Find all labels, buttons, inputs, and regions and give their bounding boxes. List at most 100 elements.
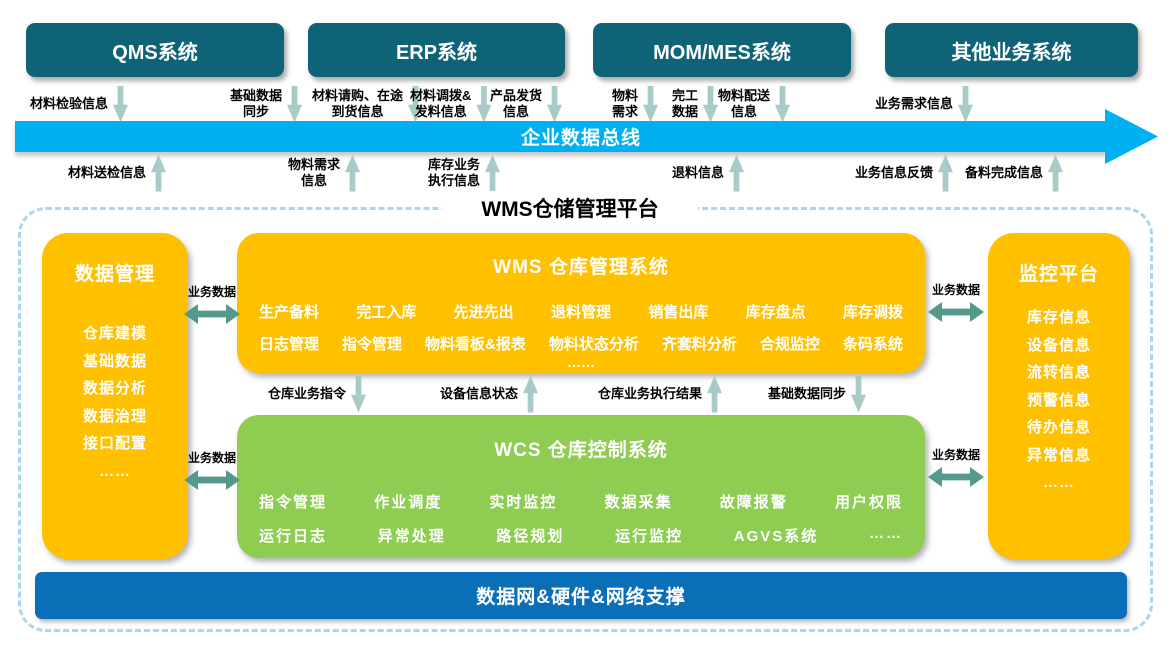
wcs-system-box: WCS 仓库控制系统 指令管理 作业调度 实时监控 数据采集 故障报警 用户权限… [237, 415, 925, 558]
list-item: AGVS系统 [733, 528, 819, 545]
double-arrow-icon [184, 304, 240, 324]
flow-device-info-status: 设备信息状态 [440, 374, 539, 414]
exchange-dm-wms: 业务数据 [181, 283, 243, 324]
flow-label: 退料信息 [672, 165, 725, 181]
list-item: 接口配置 [82, 435, 147, 452]
data-management-title: 数据管理 [74, 264, 155, 285]
double-arrow-icon [928, 467, 984, 487]
monitoring-platform-box: 监控平台 库存信息 设备信息 流转信息 预警信息 待办信息 异常信息 …… [988, 233, 1130, 559]
flow-label: 库存业务 执行信息 [428, 157, 481, 188]
up-arrow-icon [729, 154, 745, 192]
enterprise-data-bus-arrowhead-icon [1105, 109, 1158, 164]
wms-function-row-2: 日志管理 指令管理 物料看板&报表 物料状态分析 齐套料分析 合规监控 条码系统 [237, 333, 925, 354]
exchange-wcs-monitor: 业务数据 [925, 446, 987, 487]
list-item: 异常信息 [1026, 446, 1091, 464]
list-item: 库存盘点 [745, 304, 806, 321]
enterprise-data-bus: 企业数据总线 [15, 121, 1107, 152]
flow-base-data-sync-down: 基础数据 同步 [230, 84, 303, 124]
system-box-erp-label: ERP系统 [395, 41, 478, 64]
flow-label: 备料完成信息 [965, 165, 1044, 181]
down-arrow-icon [113, 85, 129, 123]
down-arrow-icon [643, 85, 659, 123]
list-item: 作业调度 [374, 494, 443, 511]
list-item: …… [1043, 474, 1075, 491]
list-item: 先进先出 [453, 304, 514, 321]
down-arrow-icon [703, 85, 719, 123]
flow-warehouse-business-command: 仓库业务指令 [268, 374, 367, 414]
list-item: 仓库建模 [82, 325, 147, 342]
flow-completion-data: 完工 数据 [672, 84, 719, 124]
list-item: 待办信息 [1026, 419, 1091, 436]
list-item: 数据分析 [82, 380, 147, 397]
list-item: 物料看板&报表 [425, 336, 526, 353]
list-item: 指令管理 [259, 494, 328, 511]
up-arrow-icon [1048, 154, 1064, 192]
flow-label: 物料需求 信息 [288, 157, 341, 188]
monitoring-platform-title: 监控平台 [1018, 264, 1099, 285]
flow-label: 完工 数据 [672, 88, 699, 119]
flow-label: 设备信息状态 [440, 386, 519, 402]
flow-warehouse-execution-result: 仓库业务执行结果 [598, 374, 723, 414]
flow-label: 产品发货 信息 [490, 88, 543, 119]
flow-label: 材料送检信息 [68, 165, 147, 181]
down-arrow-icon [351, 375, 367, 413]
flow-material-prep-done-info: 备料完成信息 [965, 153, 1064, 193]
wms-system-box: WMS 仓库管理系统 生产备料 完工入库 先进先出 退料管理 销售出库 库存盘点… [237, 233, 925, 373]
system-box-mom-mes: MOM/MES系统 [593, 23, 851, 77]
exchange-label: 业务数据 [931, 448, 980, 462]
down-arrow-icon [775, 85, 791, 123]
list-item: 生产备料 [259, 304, 320, 321]
list-item: 物料状态分析 [548, 336, 639, 353]
system-box-mom-mes-label: MOM/MES系统 [653, 41, 791, 64]
list-item: 库存调拨 [842, 304, 903, 321]
list-item: 齐套料分析 [661, 336, 737, 353]
flow-business-demand-info: 业务需求信息 [875, 84, 974, 124]
monitoring-platform-items: 库存信息 设备信息 流转信息 预警信息 待办信息 异常信息 …… [988, 304, 1130, 497]
wcs-function-row-1: 指令管理 作业调度 实时监控 数据采集 故障报警 用户权限 [237, 491, 925, 512]
exchange-label: 业务数据 [187, 451, 236, 465]
flow-label: 材料检验信息 [30, 96, 109, 112]
list-item: 故障报警 [719, 494, 788, 511]
flow-label: 物料 需求 [612, 88, 639, 119]
down-arrow-icon [851, 375, 867, 413]
data-management-box: 数据管理 仓库建模 基础数据 数据分析 数据治理 接口配置 …… [42, 233, 188, 559]
flow-label: 材料调拨& 发料信息 [410, 88, 472, 119]
flow-inventory-execution-info: 库存业务 执行信息 [428, 153, 501, 193]
up-arrow-icon [485, 154, 501, 192]
list-item: 日志管理 [259, 336, 320, 353]
list-item: 数据治理 [82, 407, 147, 425]
list-item: 运行日志 [259, 528, 328, 545]
down-arrow-icon [287, 85, 303, 123]
list-item: 数据采集 [604, 494, 673, 511]
list-item: …… [99, 462, 131, 480]
up-arrow-icon [707, 375, 723, 413]
list-item: 流转信息 [1026, 364, 1091, 381]
wms-function-row-1: 生产备料 完工入库 先进先出 退料管理 销售出库 库存盘点 库存调拨 [237, 301, 925, 322]
list-item: 运行监控 [615, 528, 684, 545]
list-item: 用户权限 [834, 494, 903, 511]
up-arrow-icon [938, 154, 954, 192]
flow-label: 物料配送 信息 [718, 88, 771, 119]
list-item: 指令管理 [342, 336, 403, 353]
flow-label: 基础数据同步 [768, 386, 847, 402]
flow-material-demand: 物料 需求 [612, 84, 659, 124]
list-item: …… [868, 525, 903, 542]
data-management-items: 仓库建模 基础数据 数据分析 数据治理 接口配置 …… [42, 320, 188, 485]
double-arrow-icon [184, 470, 240, 490]
flow-material-return-info: 退料信息 [672, 153, 745, 193]
up-arrow-icon [151, 154, 167, 192]
exchange-wms-monitor: 业务数据 [925, 281, 987, 322]
flow-base-data-sync-mid: 基础数据同步 [768, 374, 867, 414]
flow-label: 仓库业务指令 [268, 386, 347, 402]
system-box-erp: ERP系统 [308, 23, 565, 77]
flow-material-delivery-info: 物料配送 信息 [718, 84, 791, 124]
platform-title: WMS仓储管理平台 [442, 191, 698, 225]
flow-label: 业务需求信息 [875, 96, 954, 112]
list-item: 基础数据 [82, 352, 147, 370]
double-arrow-icon [928, 302, 984, 322]
system-box-qms-label: QMS系统 [112, 41, 198, 64]
down-arrow-icon [958, 85, 974, 123]
exchange-dm-wcs: 业务数据 [181, 449, 243, 490]
flow-product-shipment-info: 产品发货 信息 [490, 84, 563, 124]
